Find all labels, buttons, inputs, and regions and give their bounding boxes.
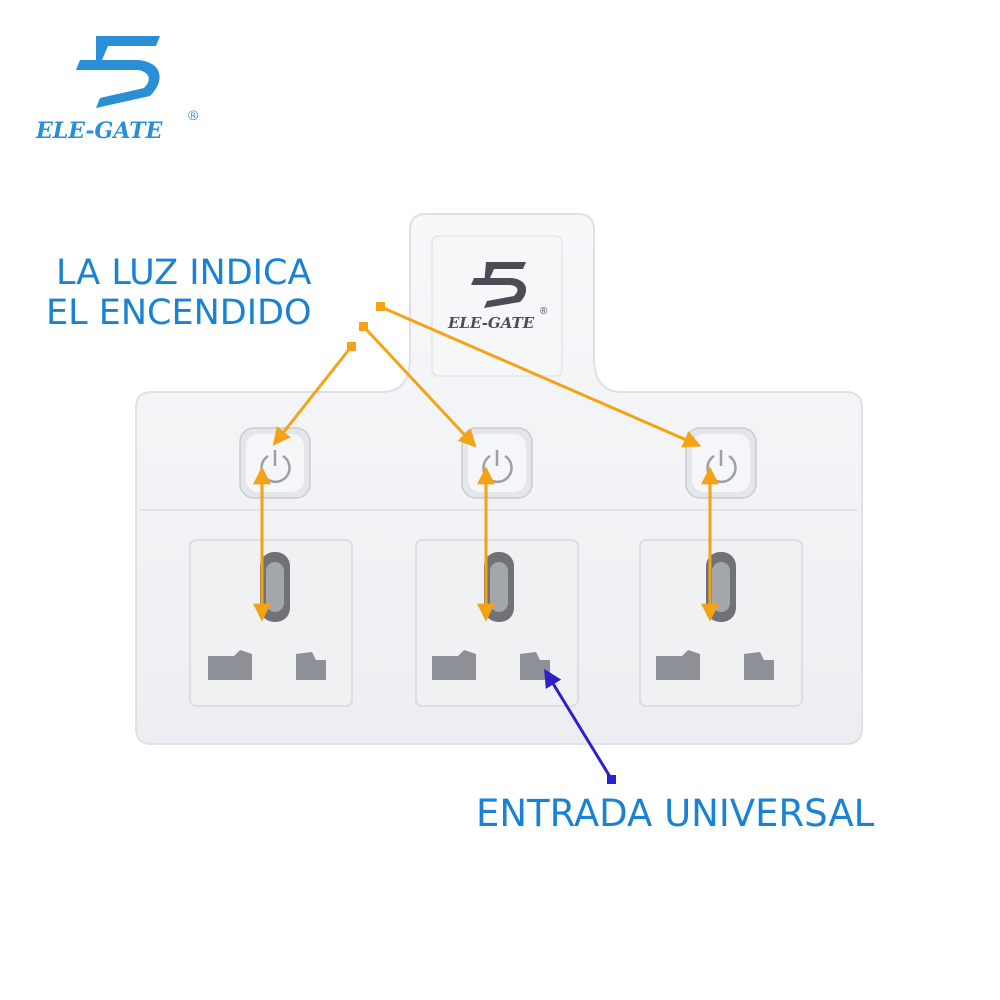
power-adapter: ELE-GATE ® xyxy=(135,213,863,745)
power-switch-1[interactable] xyxy=(239,427,311,499)
outlet-neutral-slot xyxy=(744,652,774,680)
adapter-logo-registered: ® xyxy=(540,306,548,317)
universal-outlet-1 xyxy=(189,539,353,707)
power-light-label-line2: EL ENCENDIDO xyxy=(46,293,312,333)
outlet-live-slot xyxy=(432,650,476,680)
power-icon xyxy=(482,450,513,484)
power-light-label-line1: LA LUZ INDICA xyxy=(56,253,311,293)
arrow-anchor xyxy=(376,302,385,311)
arrow-anchor xyxy=(359,322,368,331)
universal-outlet-label: ENTRADA UNIVERSAL xyxy=(476,792,875,835)
adapter-logo-mark-icon xyxy=(471,262,527,308)
power-switch-3[interactable] xyxy=(685,427,757,499)
brand-logo: ELE-GATE ® xyxy=(35,36,199,144)
power-icon xyxy=(260,450,291,484)
power-icon xyxy=(706,450,737,484)
arrow-to-switch-3 xyxy=(380,305,702,448)
outlet-neutral-slot xyxy=(520,652,550,680)
adapter-plug-tab xyxy=(431,235,563,377)
indicator-callout-arrows xyxy=(253,302,719,622)
brand-logo-mark-icon xyxy=(76,36,160,108)
outlet-live-slot xyxy=(208,650,252,680)
adapter-logo-text: ELE-GATE xyxy=(447,314,535,332)
brand-logo-registered: ® xyxy=(188,107,199,123)
brand-logo-text: ELE-GATE xyxy=(35,118,164,144)
arrow-to-switch-2 xyxy=(362,325,477,448)
arrow-to-switch-1 xyxy=(272,346,353,446)
arrow-anchor xyxy=(347,342,356,351)
universal-outlet-2 xyxy=(415,539,579,707)
power-switch-2[interactable] xyxy=(461,427,533,499)
universal-outlet-callout-arrow xyxy=(544,668,616,784)
adapter-logo: ELE-GATE ® xyxy=(447,262,548,332)
arrow-anchor xyxy=(607,775,616,784)
outlet-neutral-slot xyxy=(296,652,326,680)
arrow-to-outlet-2 xyxy=(544,668,614,781)
universal-outlet-3 xyxy=(639,539,803,707)
outlet-live-slot xyxy=(656,650,700,680)
